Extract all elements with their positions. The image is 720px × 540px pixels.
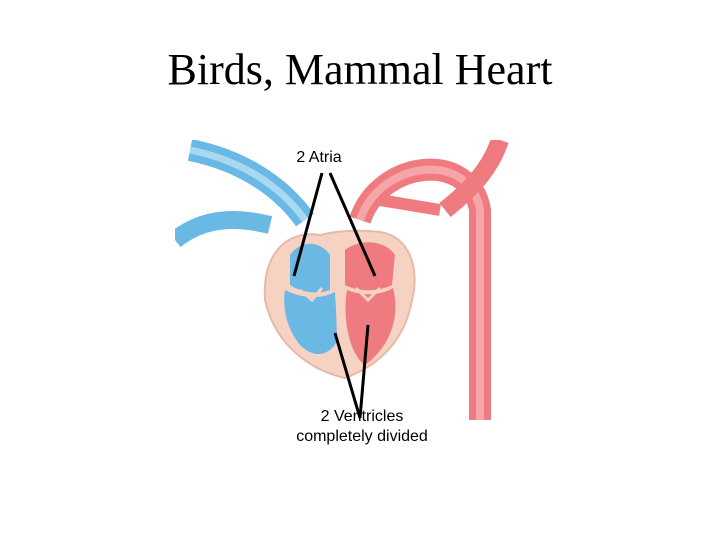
pulmonary-vein-right xyxy=(379,194,441,216)
septum xyxy=(334,244,346,371)
left-valve xyxy=(354,286,382,303)
ventricles-label-line1: 2 Ventricles xyxy=(320,408,404,425)
ventricles-pointer-right xyxy=(358,324,370,419)
left-ventricle xyxy=(345,288,396,365)
ventricles-pointer-left xyxy=(333,332,362,419)
slide-title: Birds, Mammal Heart xyxy=(167,45,553,94)
right-ventricle xyxy=(284,290,338,355)
atria-label: 2 Atria xyxy=(284,148,354,168)
superior-vena-cava-highlight xyxy=(189,146,308,223)
ventricles-label-line2: completely divided xyxy=(296,428,428,445)
left-vessel xyxy=(175,211,273,248)
right-valve xyxy=(299,287,324,303)
aorta-highlight xyxy=(356,165,484,420)
upper-artery xyxy=(439,140,509,218)
ventricles-label: 2 Ventricles completely divided xyxy=(272,407,452,447)
atria-pointer-right xyxy=(328,172,377,277)
atria-pointer-left xyxy=(292,172,324,277)
